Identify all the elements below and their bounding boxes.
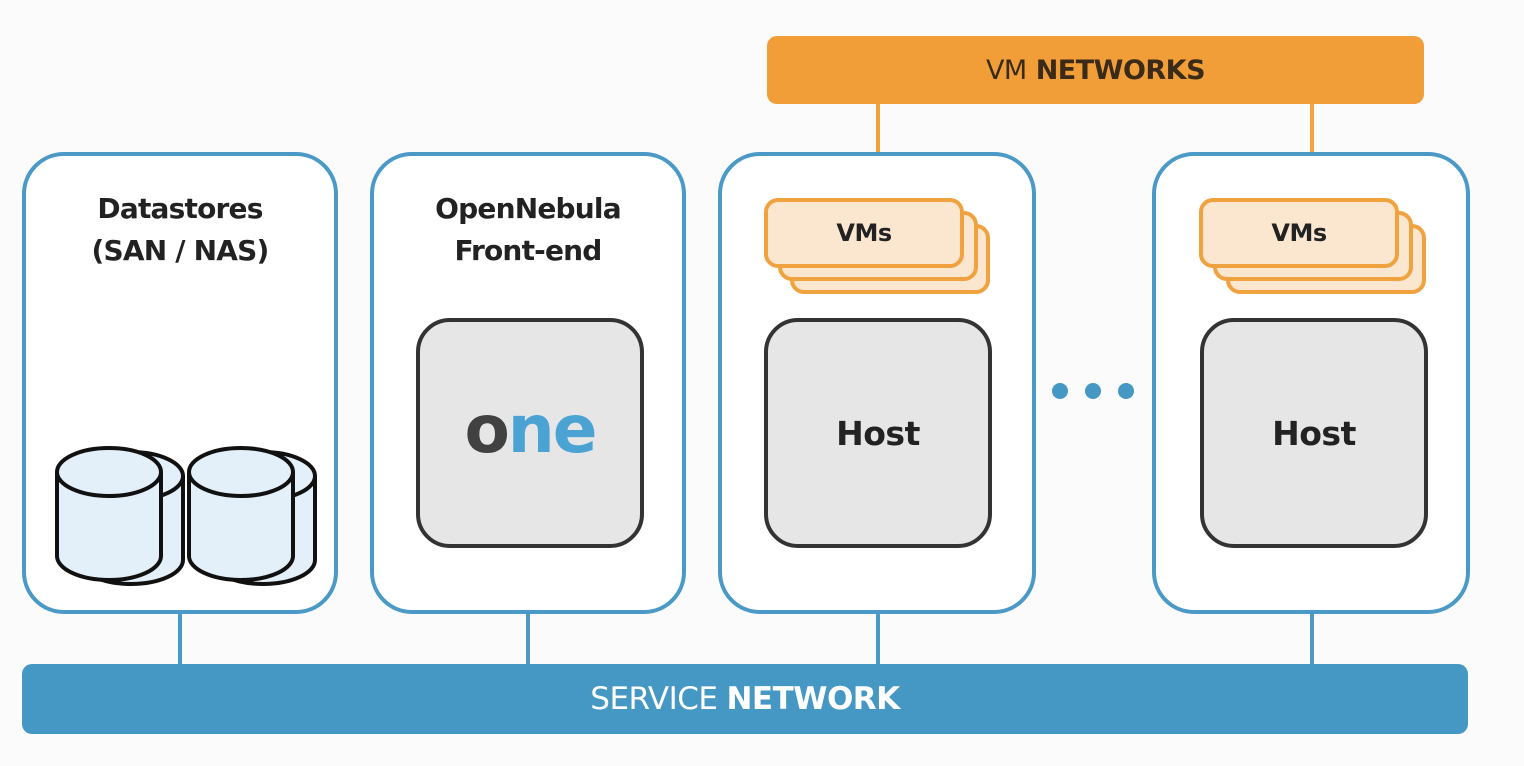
- frontend-title-line1: OpenNebula: [435, 192, 621, 225]
- database-icon: [187, 446, 295, 582]
- more-hosts-ellipsis: [1052, 383, 1134, 399]
- vm-label-1: VMs: [836, 219, 892, 247]
- vm-card-1: VMs: [764, 198, 964, 268]
- vm-networks-bar: VM NETWORKS: [767, 36, 1424, 104]
- vm-networks-prefix: VM: [985, 54, 1027, 86]
- frontend-title-line2: Front-end: [454, 234, 602, 267]
- frontend-title: OpenNebula Front-end: [374, 188, 682, 272]
- datastores-title-line1: Datastores: [97, 192, 263, 225]
- vm-label-2: VMs: [1271, 219, 1327, 247]
- vm-card-2: VMs: [1199, 198, 1399, 268]
- vm-networks-label: NETWORKS: [1035, 54, 1206, 86]
- ellipsis-dot: [1052, 383, 1068, 399]
- host-box-1: Host: [764, 318, 992, 548]
- logo-part-o: o: [464, 391, 509, 468]
- ellipsis-dot: [1118, 383, 1134, 399]
- host-label-2: Host: [1272, 413, 1356, 453]
- logo-part-ne: ne: [507, 391, 598, 468]
- frontend-panel: OpenNebula Front-end one: [370, 152, 686, 614]
- datastores-title-line2: (SAN / NAS): [91, 234, 269, 267]
- service-network-prefix: SERVICE: [590, 681, 718, 717]
- database-icon: [55, 446, 163, 582]
- opennebula-logo: one: [464, 397, 597, 463]
- ellipsis-dot: [1085, 383, 1101, 399]
- frontend-box: one: [416, 318, 644, 548]
- service-network-bar: SERVICE NETWORK: [22, 664, 1468, 734]
- datastores-title: Datastores (SAN / NAS): [26, 188, 334, 272]
- host-label-1: Host: [836, 413, 920, 453]
- host-box-2: Host: [1200, 318, 1428, 548]
- service-network-label: NETWORK: [726, 681, 900, 717]
